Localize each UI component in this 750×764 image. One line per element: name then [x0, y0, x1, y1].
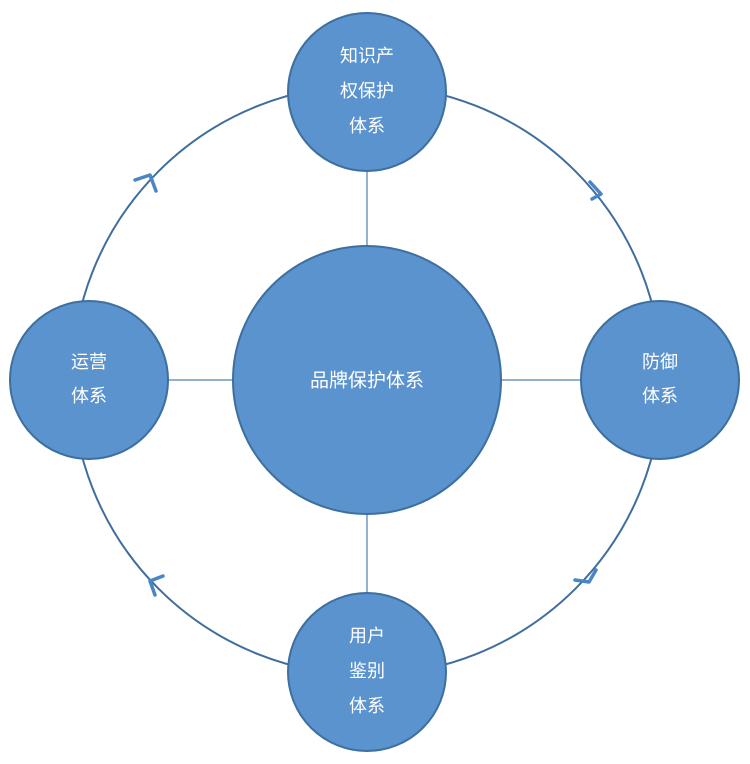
node-defense-line-1: 防御: [642, 352, 678, 373]
node-user-verification-line-2: 鉴别: [349, 661, 385, 682]
center-label: 品牌保护体系: [310, 370, 424, 392]
node-user-verification-circle: [287, 592, 447, 752]
node-ip-protection-circle: [287, 12, 447, 172]
node-ip-protection-line-1: 知识产: [340, 46, 394, 67]
cycle-arrow-bottom-left: [148, 574, 165, 597]
node-operations-circle: [9, 300, 169, 460]
node-ip-protection-line-2: 权保护: [340, 81, 394, 102]
node-defense-circle: [580, 300, 740, 460]
node-operations-line-2: 体系: [71, 386, 107, 407]
node-operations: 运营 体系: [9, 300, 169, 460]
node-defense: 防御 体系: [580, 300, 740, 460]
cycle-arrow-bottom-right: [573, 568, 598, 584]
node-ip-protection: 知识产 权保护 体系: [287, 12, 447, 172]
node-defense-line-2: 体系: [642, 386, 678, 407]
center-node: 品牌保护体系: [232, 245, 502, 515]
node-user-verification-line-3: 体系: [349, 696, 385, 717]
center-circle: [232, 245, 502, 515]
node-user-verification: 用户 鉴别 体系: [287, 592, 447, 752]
cycle-arrow-top-left: [133, 173, 158, 193]
cycle-arrow-top-right: [588, 180, 603, 201]
node-ip-protection-line-3: 体系: [349, 116, 385, 137]
node-operations-line-1: 运营: [71, 352, 107, 373]
node-user-verification-line-1: 用户: [349, 626, 385, 647]
